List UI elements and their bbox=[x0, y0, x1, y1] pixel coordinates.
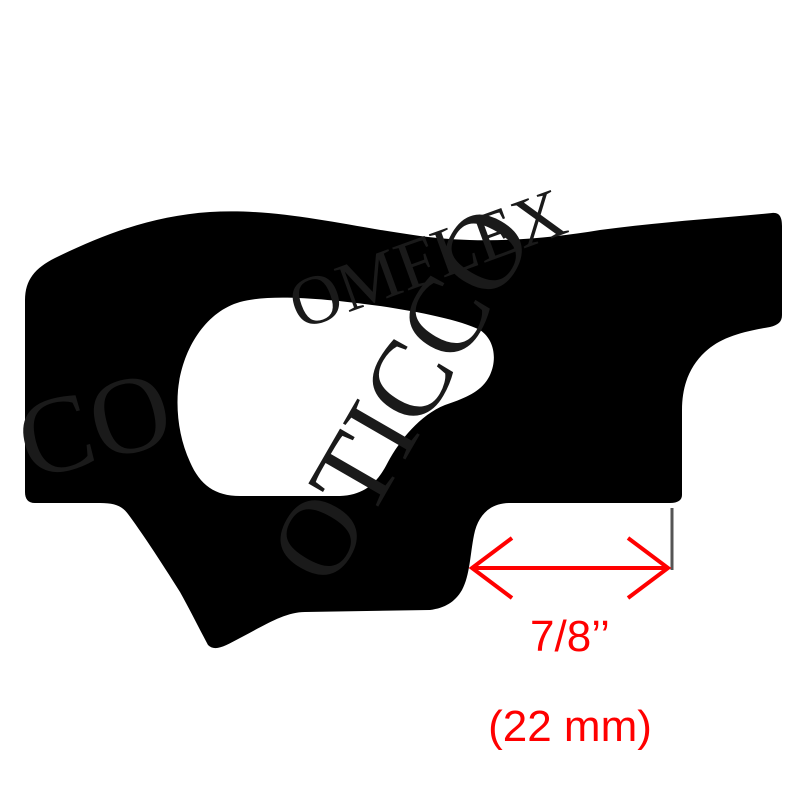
dimension-metric-label: (22 mm) bbox=[488, 702, 652, 751]
dimension-arrow bbox=[468, 536, 672, 600]
dimension-imperial-label: 7/8’’ bbox=[530, 612, 610, 661]
seal-profile-shape bbox=[25, 211, 782, 649]
